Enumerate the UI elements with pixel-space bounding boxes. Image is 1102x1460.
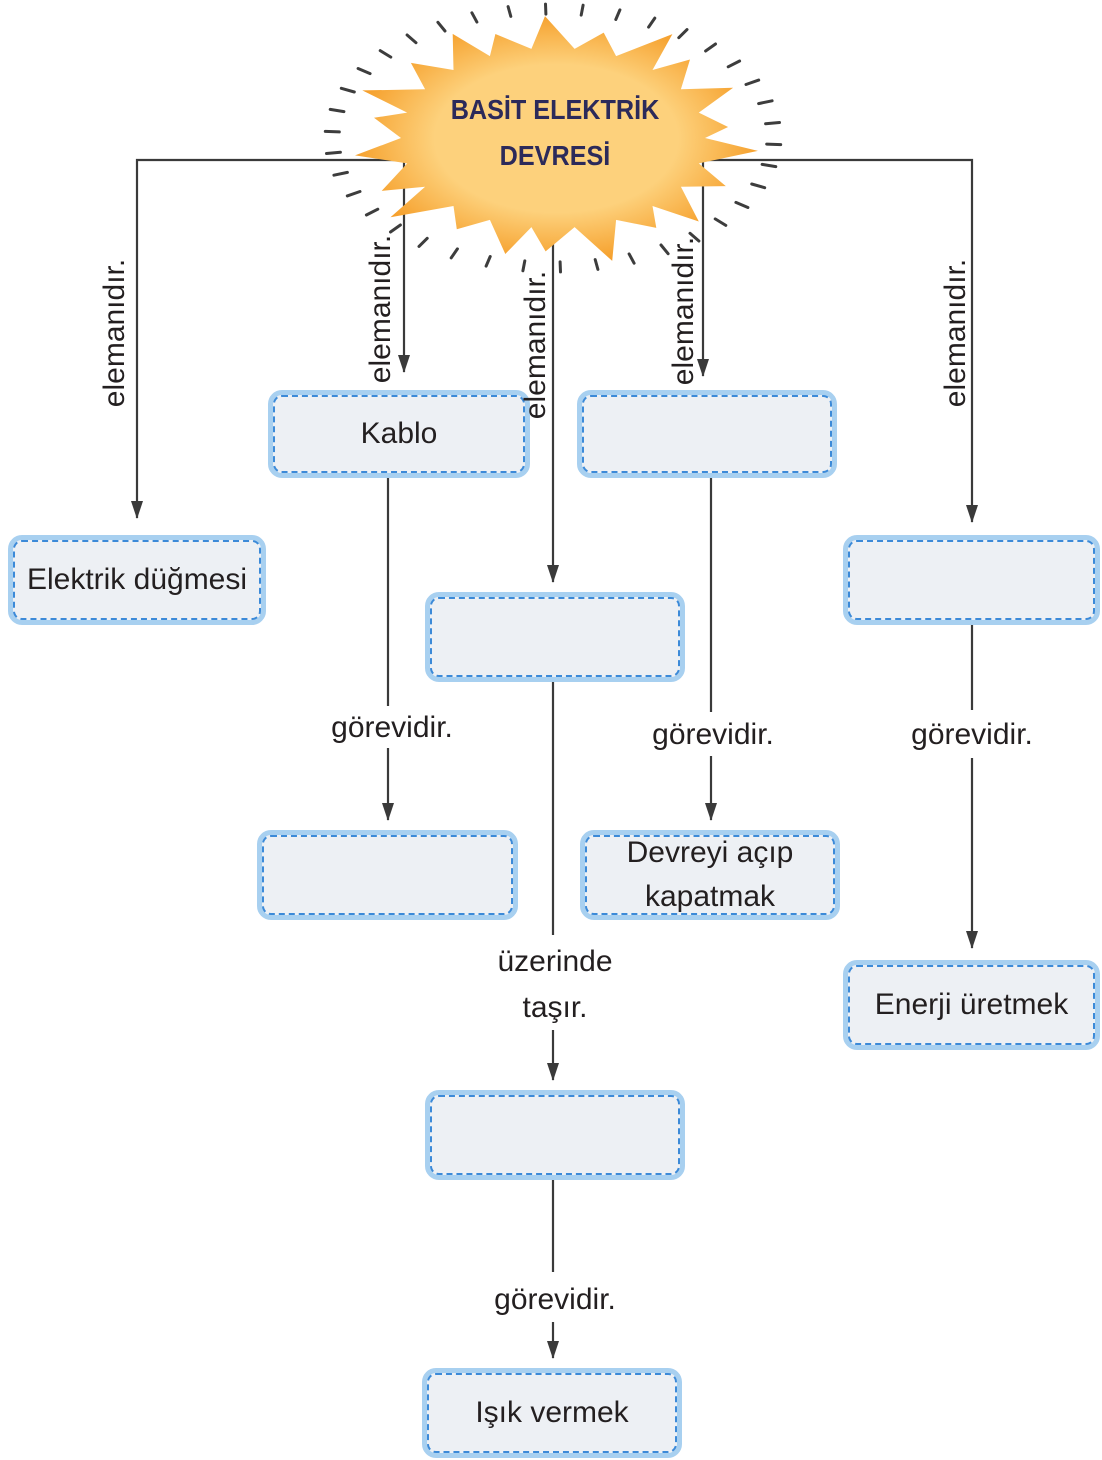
burst-ray bbox=[704, 42, 717, 53]
starburst-shape bbox=[355, 16, 758, 261]
burst-ray bbox=[757, 99, 774, 106]
concept-box-right-element bbox=[843, 535, 1100, 625]
relation-label-right-element: elemanıdır. bbox=[939, 258, 972, 408]
concept-box-mid-right-element bbox=[577, 390, 837, 478]
concept-box-mid-left-element: Kablo bbox=[268, 390, 530, 478]
burst-ray bbox=[345, 190, 362, 198]
relation-label-mid-left-element: elemanıdır. bbox=[364, 234, 397, 384]
burst-ray bbox=[647, 16, 657, 29]
relation-label-center-duty: görevidir. bbox=[494, 1283, 616, 1316]
burst-ray bbox=[726, 59, 742, 69]
burst-ray bbox=[677, 28, 689, 40]
concept-box-text: Kablo bbox=[360, 417, 438, 450]
relation-label-left-element: elemanıdır. bbox=[98, 258, 131, 408]
burst-ray bbox=[764, 121, 781, 126]
burst-ray bbox=[506, 5, 513, 18]
relation-label-mid-left-duty: görevidir. bbox=[331, 711, 453, 744]
title-burst bbox=[323, 2, 783, 274]
relation-label-center-element: elemanıdır. bbox=[519, 270, 552, 420]
burst-ray bbox=[417, 236, 429, 248]
burst-ray bbox=[750, 182, 767, 190]
relation-label-center-carries: üzerinde taşır. bbox=[497, 945, 613, 1024]
diagram-title-line-1: BASİT ELEKTRİK bbox=[450, 94, 660, 125]
burst-ray bbox=[449, 247, 459, 260]
burst-ray bbox=[659, 243, 670, 256]
burst-ray bbox=[378, 49, 393, 59]
relation-label-right-duty: görevidir. bbox=[911, 718, 1033, 751]
burst-ray bbox=[436, 20, 447, 33]
burst-ray bbox=[579, 3, 585, 17]
burst-ray bbox=[328, 107, 346, 114]
concept-box-text: Enerji üretmek bbox=[874, 988, 1069, 1021]
diagram-title-line-2: DEVRESİ bbox=[499, 140, 611, 171]
relation-label-mid-right-duty: görevidir. bbox=[652, 718, 774, 751]
burst-ray bbox=[593, 258, 600, 271]
concept-box-text: Elektrik düğmesi bbox=[26, 563, 248, 596]
burst-ray bbox=[760, 162, 778, 169]
burst-ray bbox=[744, 78, 761, 86]
concept-box-center-duty: Işık vermek bbox=[422, 1368, 682, 1458]
burst-ray bbox=[765, 142, 783, 147]
burst-ray bbox=[339, 86, 356, 94]
burst-ray bbox=[627, 252, 636, 265]
concept-box-right-duty: Enerji üretmek bbox=[843, 960, 1100, 1050]
concept-box-center-carried bbox=[425, 1090, 685, 1180]
burst-rays bbox=[323, 2, 783, 274]
burst-ray bbox=[470, 11, 479, 24]
burst-ray bbox=[713, 217, 728, 227]
concept-box-center-element bbox=[425, 592, 685, 682]
relation-label-mid-right-element: elemanıdır. bbox=[667, 236, 700, 386]
burst-ray bbox=[521, 259, 527, 273]
burst-ray bbox=[688, 231, 701, 243]
concept-box-text: Devreyi açıp kapatmak bbox=[626, 836, 794, 913]
burst-ray bbox=[484, 255, 492, 268]
burst-ray bbox=[332, 170, 349, 177]
concept-box-text: Işık vermek bbox=[475, 1396, 629, 1429]
concept-box-mid-right-duty: Devreyi açıp kapatmak bbox=[580, 830, 840, 920]
burst-ray bbox=[405, 33, 418, 45]
burst-ray bbox=[323, 129, 341, 134]
burst-ray bbox=[614, 8, 622, 21]
burst-ray bbox=[356, 67, 372, 76]
burst-ray bbox=[389, 223, 402, 234]
burst-ray bbox=[364, 207, 380, 217]
concept-box-left-element: Elektrik düğmesi bbox=[8, 535, 266, 625]
burst-ray bbox=[325, 150, 342, 155]
concept-box-mid-left-duty bbox=[257, 830, 518, 920]
burst-ray bbox=[734, 200, 750, 209]
